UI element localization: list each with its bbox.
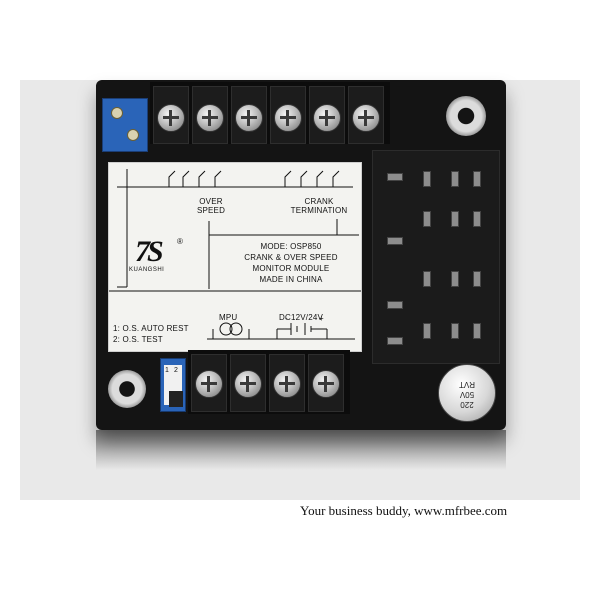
socket-pin-icon [473,211,481,227]
capacitor-line-2: 50V [459,390,475,399]
option-1-text: 1: O.S. AUTO REST [113,324,189,333]
terminal-screw-icon [235,104,263,132]
pot-knob-icon [111,107,123,119]
blue-potentiometer [102,98,148,152]
switch-options: 1: O.S. AUTO REST 2: O.S. TEST [113,323,189,345]
socket-pin-icon [423,171,431,187]
option-2-text: 2: O.S. TEST [113,335,163,344]
terminal-screw-icon [312,370,340,398]
capacitor-marking: 220 50V RVT [439,365,495,421]
svg-text:+: + [319,314,324,323]
socket-pin-icon [451,211,459,227]
origin-text: MADE IN CHINA [259,275,323,284]
socket-pin-icon [423,323,431,339]
switch-label-1: 1 [165,367,169,374]
printed-label: - + OVER SPEED CRANK TERMINATION 7S ® KU… [108,162,362,352]
over-speed-line-2: SPEED [196,206,226,215]
terminal-screw-icon [313,104,341,132]
watermark-text: Your business buddy, www.mfrbee.com [300,503,508,518]
switch-body: 1 2 [164,365,183,407]
brand-logo: 7S ® KUANGSHI [129,237,195,287]
mounting-washer-icon [446,96,486,136]
socket-pin-icon [423,271,431,287]
switch-label-2: 2 [174,367,178,374]
terminal-screw-icon [352,104,380,132]
brand-name: KUANGSHI [129,267,165,273]
terminal-screw-icon [196,104,224,132]
mounting-washer-icon [108,370,146,408]
terminal-screw-icon [274,104,302,132]
over-speed-label: OVER SPEED [191,197,231,215]
socket-pin-icon [451,171,459,187]
terminal-screw-icon [234,370,262,398]
model-block: MODE: OSP850 CRANK & OVER SPEED MONITOR … [227,241,355,285]
crank-termination-label: CRANK TERMINATION [281,197,357,215]
desc-line-1: CRANK & OVER SPEED [244,253,338,262]
crank-line-1: CRANK [304,197,334,206]
svg-text:-: - [285,314,288,323]
over-speed-line-1: OVER [199,197,223,206]
label-schematic: - + [109,169,361,340]
socket-pin-icon [473,171,481,187]
mpu-label: MPU [219,313,238,322]
relay-socket [372,150,500,364]
pot-knob-icon [127,129,139,141]
socket-pin-icon [387,173,403,181]
electrolytic-capacitor: 220 50V RVT [438,364,496,422]
socket-pin-icon [451,323,459,339]
socket-pin-icon [387,237,403,245]
switch-lever-icon [169,391,183,407]
capacitor-line-3: RVT [459,380,475,389]
socket-pin-icon [473,323,481,339]
socket-pin-icon [387,301,403,309]
power-label: DC12V/24V [279,313,324,322]
dip-switch: 1 2 [160,358,186,412]
terminal-screw-icon [273,370,301,398]
socket-pin-icon [451,271,459,287]
terminal-screw-icon [195,370,223,398]
crank-line-2: TERMINATION [290,206,348,215]
socket-pin-icon [387,337,403,345]
socket-pin-icon [473,271,481,287]
model-text: MODE: OSP850 [260,242,322,251]
terminal-screw-icon [157,104,185,132]
socket-pin-icon [423,211,431,227]
module-shadow [96,430,506,470]
desc-line-2: MONITOR MODULE [252,264,330,273]
capacitor-line-1: 220 [460,400,474,409]
